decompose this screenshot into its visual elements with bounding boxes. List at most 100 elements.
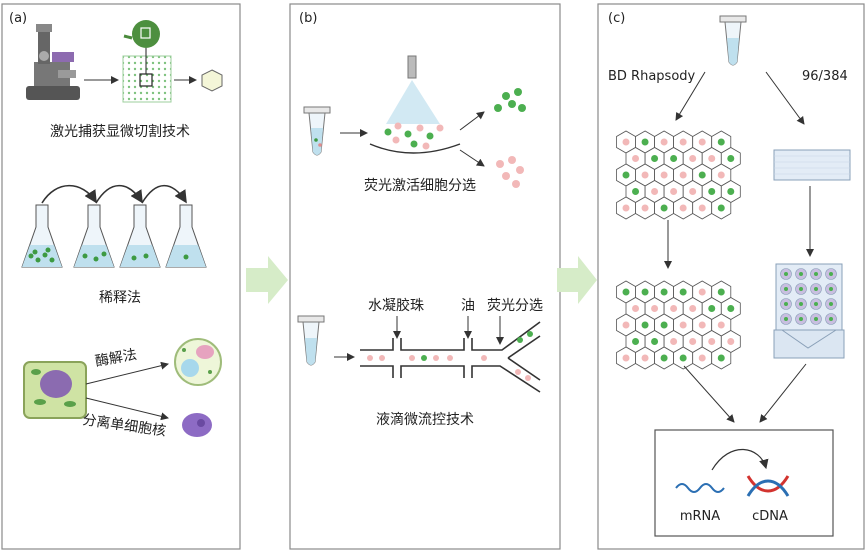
fluor-sort-label: 荧光分选 [487,297,543,314]
mrna-label: mRNA [680,509,720,524]
cell [727,338,735,345]
cell [679,321,687,329]
arrow-to-bd [675,71,706,121]
cell [632,155,640,162]
cell [799,272,803,276]
cell [814,272,818,276]
cell [799,317,803,321]
cell [784,317,788,321]
cell [651,188,659,195]
microfluidic-channel [360,321,541,393]
cell [660,288,668,296]
cell [670,305,678,312]
cell [641,138,649,146]
sorted-pink-cells [496,156,524,188]
plate-icon [773,149,851,181]
dna-helix-icon [746,475,790,497]
microfluidic-caption: 液滴微流控技术 [376,411,474,428]
cell [641,171,649,179]
cell [641,204,649,212]
cell [698,288,706,296]
cell [660,204,668,212]
cell [829,302,833,306]
cell [717,321,725,329]
arrow-enzyme [85,361,169,385]
cell [784,302,788,306]
arrow-rt [711,448,769,471]
oil-label: 油 [461,298,475,314]
big-arrow-b-c [557,256,597,304]
cell [689,338,697,345]
flask-icon [119,204,161,268]
collection-dish [369,143,461,154]
cell [679,354,687,362]
cell [622,171,630,179]
microwell-array-bottom [616,280,741,370]
cell [799,302,803,306]
mrna-strand [675,483,725,493]
lcm-caption: 激光捕获显微切割技术 [50,123,190,140]
cell [829,317,833,321]
cell [622,204,630,212]
cell [622,288,630,296]
cell [622,321,630,329]
cell [717,171,725,179]
cell [651,155,659,162]
cell [698,138,706,146]
cell [679,171,687,179]
dilution-flasks [21,184,207,268]
nucleus-icon [182,413,212,437]
cell [689,305,697,312]
cell [814,317,818,321]
plate-wells-icon [773,263,845,359]
cell [641,354,649,362]
microscope-icon [26,24,80,100]
cell [708,338,716,345]
cell [708,188,716,195]
cell [829,287,833,291]
dilution-caption: 稀释法 [99,290,141,306]
cell [660,321,668,329]
hydrogel-label: 水凝胶珠 [368,297,424,314]
cell [670,188,678,195]
cell [632,188,640,195]
cell [698,204,706,212]
cell [641,288,649,296]
cell [622,354,630,362]
cell [698,354,706,362]
cell [708,305,716,312]
cell [727,188,735,195]
cell [814,287,818,291]
tube-icon [719,15,747,66]
cell [784,287,788,291]
panel-a-frame [1,3,241,550]
cell [717,138,725,146]
reverse-transcription-box [654,429,834,537]
magnifier-icon [123,20,160,74]
cell [641,321,649,329]
panel-c-label: (c) [608,11,625,26]
cell [679,204,687,212]
plant-cell-icon [23,361,87,419]
cell [727,305,735,312]
captured-cell-icon [201,69,223,92]
cell [689,155,697,162]
cell [717,288,725,296]
protoplast-icon [174,338,222,386]
cell [679,138,687,146]
cell [651,338,659,345]
panel-c-frame [597,3,865,550]
panel-b-label: (b) [299,11,317,26]
cell [622,138,630,146]
arrow-bd-to-cdna [683,365,735,423]
arrow-plate-to-cdna [759,363,807,423]
facs-caption: 荧光激活细胞分选 [364,177,476,194]
tissue-section-icon [122,55,172,103]
cell [679,288,687,296]
cell [632,305,640,312]
arrow-pink-out [459,149,485,167]
cell [660,354,668,362]
tube-icon [303,106,331,156]
